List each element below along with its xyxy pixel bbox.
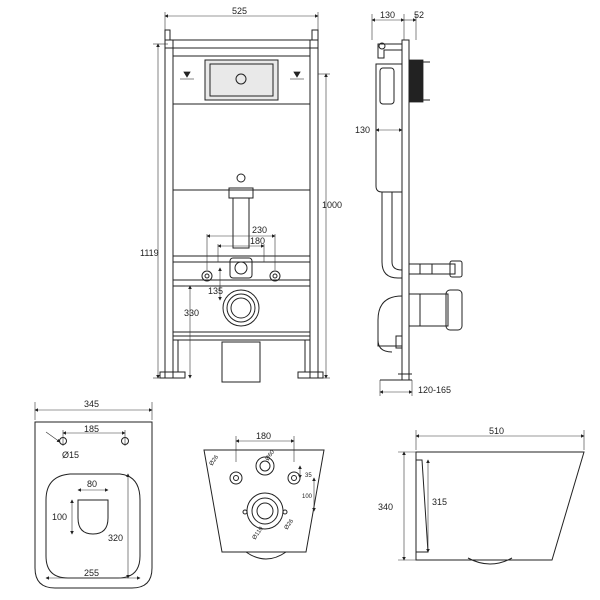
front-frame-view: 525 1119 1000 [140, 6, 342, 383]
front-inlet-offset-label: 135 [208, 286, 223, 296]
bowl-top-width-label: 345 [84, 399, 99, 409]
front-frame-height-label: 1000 [322, 200, 342, 210]
bowl-side-height-label: 340 [378, 502, 393, 512]
bowl-top-view: 345 185 Ø15 80 100 320 255 [34, 399, 153, 589]
front-outlet-outer-label: 230 [252, 225, 267, 235]
side-depth-label: 130 [380, 10, 395, 20]
side-cistern-depth-label: 130 [355, 125, 370, 135]
bowl-top-bolt-dia-label: Ø15 [62, 450, 79, 460]
bowl-top-bolt-spacing-label: 185 [84, 424, 99, 434]
bowl-side-length-label: 510 [489, 426, 504, 436]
bowl-rear-bolt-dia-label: Ø26 [284, 518, 296, 531]
side-panel-label: 52 [414, 10, 424, 20]
bowl-top-inner-length-label: 320 [108, 533, 123, 543]
bowl-rear-view: 180 Ø26 Ø60 35 100 Ø110 Ø26 [203, 431, 325, 560]
bowl-side-inner-height-label: 315 [432, 497, 447, 507]
front-total-height-label: 1119 [140, 248, 159, 258]
bowl-top-hole-width-label: 80 [87, 479, 97, 489]
bowl-rear-offset-small-label: 35 [305, 473, 312, 479]
side-frame-view: 130 52 130 [355, 10, 463, 396]
front-outlet-inner-label: 180 [250, 236, 265, 246]
bowl-rear-outlet-dia-label: Ø110 [252, 526, 265, 542]
bowl-top-rear-width-label: 255 [84, 568, 99, 578]
bowl-side-view: 510 340 315 [378, 426, 585, 565]
bowl-rear-inlet-dia-label: Ø26 [209, 454, 221, 467]
bowl-rear-bolt-spacing-label: 180 [256, 431, 271, 441]
front-width-label: 525 [232, 6, 247, 16]
side-adjust-range-label: 120-165 [418, 385, 451, 395]
bowl-top-hole-height-label: 100 [52, 512, 67, 522]
bowl-rear-offset-height-label: 100 [302, 494, 313, 500]
front-outlet-height-label: 330 [184, 308, 199, 318]
bowl-rear-water-dia-label: Ø60 [265, 449, 277, 462]
